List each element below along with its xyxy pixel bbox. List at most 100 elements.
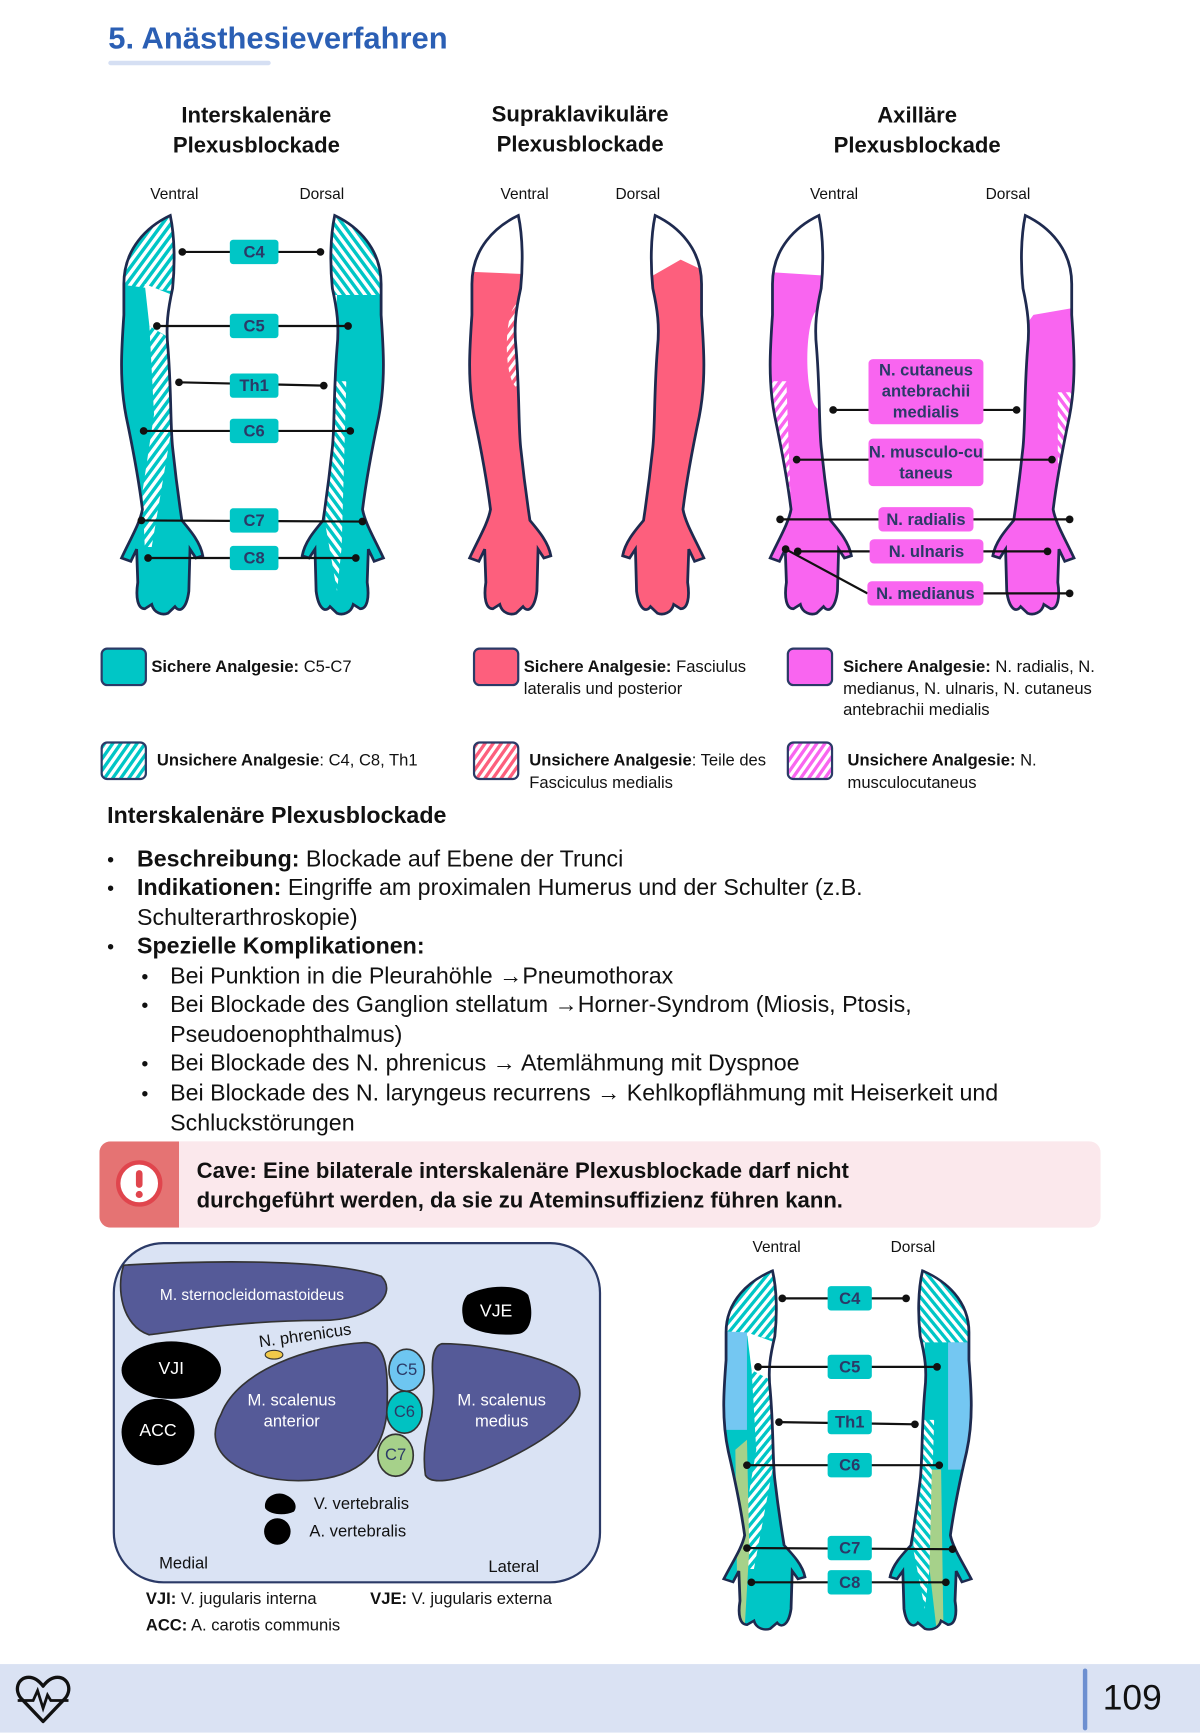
footer-bar [0, 1664, 1200, 1733]
sub-bullet-icon: • [141, 994, 149, 1017]
legend-safe-axillary: Sichere Analgesie: N. radialis, N. media… [843, 656, 1097, 721]
legend-bold: Unsichere Analgesie [156, 751, 320, 771]
nerve-label-radialis: N. radialis [878, 507, 974, 532]
root-c5: C5 [396, 1360, 418, 1380]
page-number: 109 [1102, 1677, 1162, 1718]
bullet-text: Schulterarthroskopie) [137, 904, 358, 930]
legend-text: : Teile des Fasciculus medialis [529, 751, 767, 792]
legend-abbr: ACC: [145, 1616, 188, 1635]
bullet-komplikationen: Spezielle Komplikationen: [137, 933, 425, 962]
sub-bullet-line: Bei Blockade des Ganglion stellatum →Hor… [170, 992, 912, 1018]
sub-bullet: Bei Punktion in die Pleurahöhle →Pneumot… [170, 963, 674, 989]
page-title: 5. Anästhesieverfahren [108, 20, 448, 56]
cave-line: durchgeführt werden, da sie zu Ateminsuf… [196, 1188, 843, 1214]
cave-line: Cave: Eine bilaterale interskalenäre Ple… [196, 1159, 849, 1184]
legend-unsafe-supraclavicular: Unsichere Analgesie: Teile des Fasciculu… [529, 750, 767, 793]
sub-bullet-icon: • [141, 1082, 149, 1105]
segment-label-c5: C5 [827, 1354, 872, 1380]
cave-icon-panel [99, 1141, 180, 1228]
sub-bullet-icon: • [141, 965, 149, 988]
arm-supraclavicular-dorsal [621, 214, 706, 616]
root-c6: C6 [393, 1402, 416, 1422]
bullet-icon: • [107, 935, 115, 959]
sub-bullet: Bei Blockade des N. laryngeus recurrens … [170, 1080, 998, 1139]
label-acc: ACC [139, 1421, 177, 1441]
sub-bullet: Bei Blockade des N. phrenicus → Atemlähm… [170, 1050, 800, 1077]
bullet-bold: Beschreibung: [137, 846, 300, 872]
legend-text: Fasciulus lateralis und posterior [523, 657, 747, 698]
legend-acc: ACC: A. carotis communis [146, 1617, 340, 1634]
legend-text: C5-C7 [299, 657, 352, 677]
label-medial: Medial [159, 1554, 208, 1573]
vje-vessel [462, 1286, 532, 1335]
label-line: anterior [263, 1412, 320, 1431]
legend-safe-supraclavicular: Sichere Analgesie: Fasciulus lateralis u… [524, 656, 773, 699]
legend-text: V. jugularis interna [176, 1589, 317, 1609]
sub-bullet-icon: • [141, 1053, 149, 1076]
legend-text: A. carotis communis [187, 1616, 341, 1635]
heading-line: Plexusblockade [833, 133, 1001, 159]
bullet-indikationen: Indikationen: Eingriffe am proximalen Hu… [137, 874, 863, 933]
nerve-label-ulnaris: N. ulnaris [869, 539, 984, 564]
title-underline [108, 60, 271, 66]
label-line: M. scalenus [457, 1391, 546, 1410]
legend-bold: Sichere Analgesie: [523, 657, 672, 677]
bullet-icon: • [107, 877, 115, 900]
legend-bold: Unsichere Analgesie: [847, 751, 1016, 771]
section-heading: Interskalenäre Plexusblockade [107, 803, 447, 829]
legend-text: N. radialis, N. medianus, N. ulnaris, N.… [843, 657, 1095, 720]
ventral-label: Ventral [809, 184, 859, 203]
cave-warning-box: Cave: Eine bilaterale interskalenäre Ple… [99, 1141, 1101, 1228]
dorsal-label: Dorsal [890, 1237, 936, 1256]
segment-label-c8: C8 [827, 1570, 872, 1595]
ventral-label: Ventral [150, 184, 199, 203]
bullet-beschreibung: Beschreibung: Blockade auf Ebene der Tru… [137, 845, 623, 874]
segment-label-th1: Th1 [229, 373, 279, 398]
ventral-label: Ventral [500, 184, 549, 203]
nerve-label-musculocutaneus: N. musculo-cutaneus [868, 438, 984, 487]
legend-text: : C4, C8, Th1 [319, 751, 418, 771]
legend-unsafe-axillary: Unsichere Analgesie: N. musculocutaneus [848, 750, 1069, 793]
nerve-label-cutaneus: N. cutaneus antebrachii medialis [868, 359, 984, 425]
label-scm: M. sternocleidomastoideus [159, 1285, 344, 1304]
legend-abbr: VJI: [145, 1589, 177, 1609]
legend-bold: Unsichere Analgesie [529, 751, 692, 771]
label-vje: VJE [479, 1302, 513, 1321]
heading-line: Supraklavikuläre [491, 102, 669, 128]
legend-vje: VJE: V. jugularis externa [370, 1591, 552, 1608]
legend-bold: Sichere Analgesie: [843, 657, 991, 677]
bullet-text: Eingriffe am proximalen Humerus und der … [281, 875, 863, 901]
label-line: M. scalenus [247, 1391, 336, 1410]
sub-bullet-line: Schluckstörungen [170, 1109, 355, 1136]
legend-safe-interscalene: Sichere Analgesie: C5-C7 [151, 656, 449, 678]
vji-vessel [121, 1341, 221, 1399]
sub-bullet-line: Pseudoenophthalmus) [170, 1021, 403, 1047]
sub-bullet: Bei Blockade des Ganglion stellatum →Hor… [170, 991, 912, 1050]
cave-text: Cave: Eine bilaterale interskalenäre Ple… [197, 1157, 849, 1217]
heading-line: Plexusblockade [172, 133, 340, 159]
arm-bottom-dorsal [888, 1269, 973, 1631]
heading-line: Plexusblockade [496, 132, 664, 157]
nerve-label-medianus: N. medianus [867, 581, 984, 606]
scalenus-medius-shape [423, 1342, 581, 1482]
segment-label-th1: Th1 [827, 1409, 872, 1435]
bullet-bold: Indikationen: [137, 875, 282, 901]
arm-bottom-ventral [722, 1269, 807, 1631]
dorsal-label: Dorsal [985, 184, 1031, 203]
arm-interscalene-ventral [120, 214, 205, 616]
exclamation-circle-icon [116, 1160, 163, 1207]
scm-muscle-shape [119, 1261, 388, 1336]
segment-label-c6: C6 [827, 1453, 872, 1478]
label-vji: VJI [158, 1359, 185, 1379]
heading-line: Axilläre [877, 103, 958, 129]
segment-label-c7: C7 [229, 508, 279, 533]
dorsal-label: Dorsal [615, 184, 661, 203]
segment-label-c4: C4 [827, 1286, 872, 1311]
legend-vji: VJI: V. jugularis interna [146, 1591, 317, 1608]
phrenicus-nerve [264, 1349, 284, 1360]
sub-bullet-line: Bei Blockade des N. laryngeus recurrens … [170, 1080, 999, 1107]
